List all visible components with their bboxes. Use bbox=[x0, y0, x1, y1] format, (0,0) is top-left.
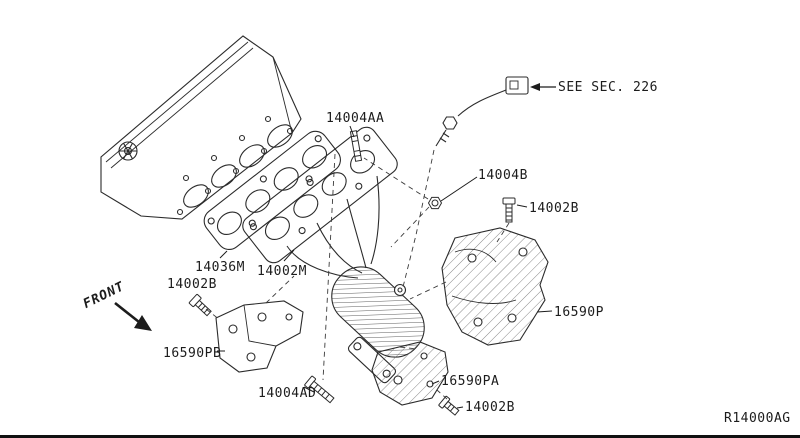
part-label-14004B: 14004B bbox=[478, 168, 528, 183]
bracket-16590PB bbox=[215, 300, 304, 373]
see-sec-arrow bbox=[530, 83, 556, 91]
part-label-16590P: 16590P bbox=[554, 305, 604, 320]
part-label-14002B-upper: 14002B bbox=[529, 201, 579, 216]
assembly-dashed-guides bbox=[205, 149, 510, 400]
part-label-16590PA: 16590PA bbox=[441, 374, 500, 389]
see-sec-note-label: SEE SEC. 226 bbox=[558, 80, 658, 95]
stud-14004AD bbox=[304, 375, 335, 404]
exhaust-gasket-14036M bbox=[203, 130, 341, 251]
nut-14004B bbox=[427, 196, 443, 210]
sensor-connector bbox=[505, 76, 529, 95]
engine-cylinder-head bbox=[100, 35, 302, 220]
part-label-14002M: 14002M bbox=[257, 264, 307, 279]
drawing-number: R14000AG bbox=[724, 411, 791, 426]
bolt-14002B-left bbox=[188, 294, 212, 317]
bolt-14002B-upper bbox=[502, 197, 516, 223]
exhaust-manifold-14002M bbox=[242, 126, 398, 279]
part-label-14004AA: 14004AA bbox=[326, 111, 385, 126]
part-label-14002B-bottom: 14002B bbox=[465, 400, 515, 415]
heat-shield-16590P bbox=[441, 227, 549, 346]
part-label-16590PB: 16590PB bbox=[163, 346, 222, 361]
leader-lines bbox=[217, 125, 553, 409]
casting-mark bbox=[118, 141, 138, 161]
part-label-14002B-left: 14002B bbox=[167, 277, 217, 292]
oxygen-sensor bbox=[435, 76, 529, 147]
heat-shield-16590PA bbox=[371, 341, 449, 406]
part-label-14036M: 14036M bbox=[195, 260, 245, 275]
part-label-14004AD: 14004AD bbox=[258, 386, 317, 401]
bolt-14002B-bottom bbox=[438, 395, 460, 416]
front-direction-arrow bbox=[114, 301, 152, 331]
stud-14004AA bbox=[349, 130, 363, 162]
sensor-harness-wire bbox=[457, 89, 507, 117]
